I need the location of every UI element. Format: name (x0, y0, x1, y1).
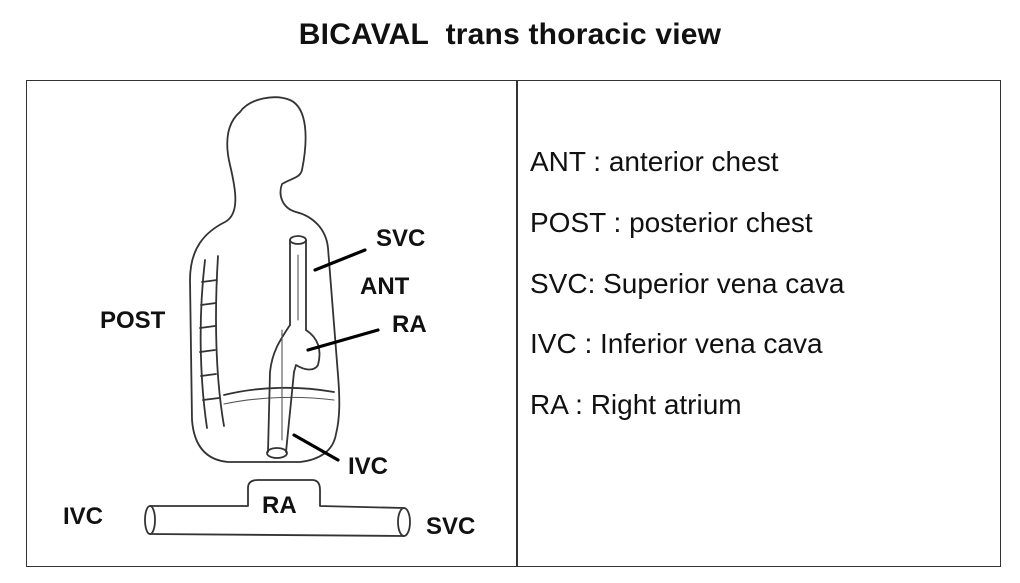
page-title: BICAVAL trans thoracic view (298, 18, 722, 51)
ivc-tube-end (144, 505, 156, 535)
ant-label: ANT (360, 273, 410, 300)
spine-left-edge (199, 259, 208, 429)
legend-item-svc: SVC: Superior vena cava (530, 267, 845, 299)
legend-item-ra: RA : Right atrium (530, 389, 742, 421)
torso-outline (189, 96, 341, 463)
legend-item-post: POST : posterior chest (530, 206, 813, 238)
vessel-shading (281, 254, 299, 441)
post-label: POST (100, 307, 166, 334)
bicaval-tube (149, 479, 405, 537)
ivc-label-bottom: IVC (63, 503, 103, 530)
ra-label-bottom: RA (262, 492, 297, 519)
diagram-frame (26, 80, 1001, 567)
ivc-tube-right (285, 371, 295, 453)
ivc-pointer-line (292, 433, 340, 462)
diaphragm (223, 386, 335, 396)
ivc-tube-bottom (266, 447, 288, 459)
bicaval-sketch: SVC ANT RA POST IVC RA IVC SVC (63, 96, 475, 540)
spine-vertebrae (199, 279, 220, 401)
ra-label-top: RA (392, 311, 427, 338)
legend-list: ANT : anterior chest POST : posterior ch… (530, 142, 844, 446)
ra-pointer-line (306, 328, 380, 352)
right-atrium-sketch (293, 329, 321, 373)
legend-item-ant: ANT : anterior chest (530, 146, 779, 177)
svc-label-top: SVC (376, 225, 425, 252)
svc-tube (289, 239, 307, 331)
panel-divider (516, 80, 518, 567)
svc-label-bottom: SVC (426, 513, 475, 540)
spine-right-edge (215, 255, 225, 427)
svc-tube-top (289, 235, 307, 245)
svc-pointer-line (313, 248, 367, 272)
ivc-label-mid: IVC (348, 453, 388, 480)
svc-tube-end (397, 507, 411, 537)
legend-item-ivc: IVC : Inferior vena cava (530, 328, 823, 360)
ra-connection (267, 324, 291, 453)
diaphragm-lower (223, 396, 335, 405)
